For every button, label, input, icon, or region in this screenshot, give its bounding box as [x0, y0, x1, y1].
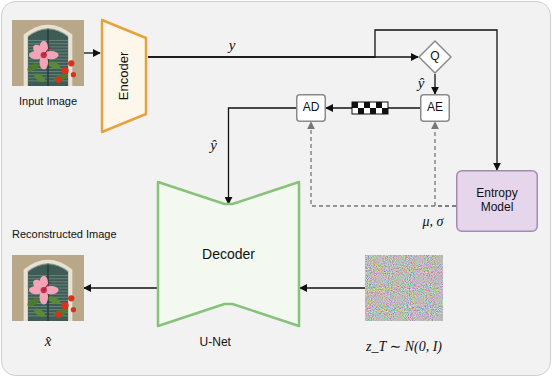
node-label: Reconstructed Image — [12, 228, 117, 241]
node-sublabel: x̂ — [45, 333, 52, 350]
arrow-connector — [148, 30, 497, 170]
node-shape — [155, 178, 302, 350]
edge-label: μ, σ — [423, 214, 444, 229]
arrow-connector — [84, 52, 100, 53]
unet-decoder: DecoderU-Net — [155, 178, 302, 350]
node-label: Entropy Model — [466, 187, 528, 215]
edge-label: ŷ — [418, 75, 425, 92]
dashed-connector — [435, 122, 456, 206]
node-label: Decoder — [202, 246, 255, 262]
entropy-model-box: Entropy Model — [456, 170, 538, 232]
quantizer-diamond: Q — [418, 40, 452, 74]
encoder-box: AE — [420, 94, 450, 122]
input-photo — [12, 20, 84, 86]
box-outline — [421, 95, 450, 122]
node-sublabel: U-Net — [200, 336, 231, 350]
noise-node: z_T ∼ N(0, I) — [365, 255, 443, 355]
edge-label: ŷ — [210, 137, 217, 154]
node-label: Input Image — [19, 95, 77, 108]
edge-label: y — [229, 37, 236, 54]
unet-outline — [158, 182, 299, 326]
box-outline — [297, 95, 326, 122]
node-label: z_T ∼ N(0, I) — [366, 339, 442, 355]
bitstream-symbol — [352, 102, 388, 114]
node-label: AD — [303, 101, 320, 115]
node-label: Q — [430, 50, 439, 64]
box-outline — [457, 171, 538, 232]
diamond-outline — [419, 41, 451, 73]
arrow-connector — [300, 287, 365, 288]
image-node: Reconstructed Imagex̂ — [12, 228, 84, 350]
encoder-block: Encoder — [100, 18, 148, 134]
trapezoid-outline — [102, 20, 146, 132]
image-node: Input Image — [12, 20, 84, 108]
node-label: AE — [427, 101, 443, 115]
arrow-connector — [84, 287, 157, 288]
arrow-connector — [434, 74, 435, 94]
dashed-connector — [311, 122, 456, 206]
reconstructed-photo — [12, 255, 84, 321]
node-label: Encoder — [117, 52, 132, 100]
decoder-box: AD — [296, 94, 326, 122]
noise-image — [365, 255, 443, 321]
